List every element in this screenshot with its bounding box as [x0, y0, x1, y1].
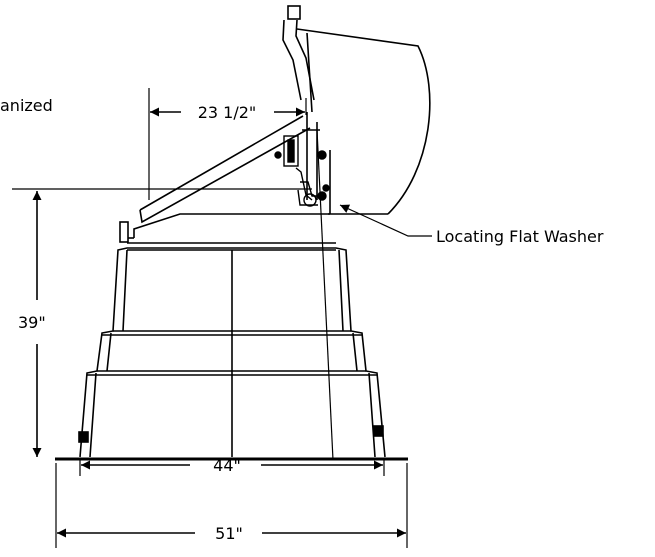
dimension-top-width: 23 1/2" — [148, 88, 307, 200]
dimension-label-outer-width: 51" — [215, 524, 243, 543]
dish-reflector — [282, 5, 431, 215]
actuator-assembly — [274, 135, 330, 207]
label-galvanized-fragment: anized — [0, 96, 53, 115]
callout-washer: Locating Flat Washer — [339, 204, 604, 246]
dimension-inner-width: 44" — [79, 456, 385, 476]
dimension-label-top-width: 23 1/2" — [198, 103, 257, 122]
pedestal-base — [78, 247, 386, 458]
dimension-height: 39" — [12, 188, 312, 457]
mount-frame — [119, 112, 336, 461]
dimension-outer-width: 51" — [55, 463, 408, 548]
dimension-label-inner-width: 44" — [213, 456, 241, 475]
dimension-label-height: 39" — [18, 313, 46, 332]
label-washer: Locating Flat Washer — [436, 227, 604, 246]
